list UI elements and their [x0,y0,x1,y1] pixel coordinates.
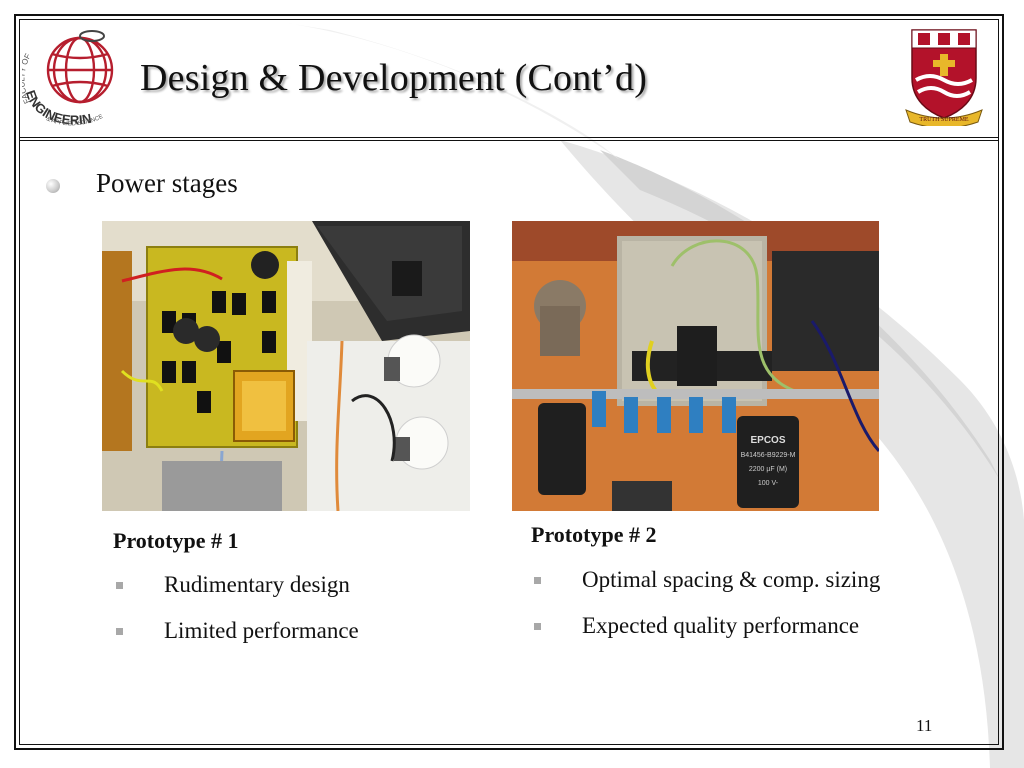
slide-frame-inner [19,19,999,745]
prototype-1-bullet-2: Limited performance [164,618,359,643]
capacitor-capacitance-label: 2200 µF (M) [749,466,787,473]
prototype-1-photo [102,221,470,511]
prototype-2-bullet-2: Expected quality performance [582,613,860,638]
prototype-1-heading: Prototype # 1 [113,528,239,553]
main-bullet-power-stages: Power stages [96,168,238,198]
university-crest-icon: TRUTH SUPREME [905,29,983,126]
bullet-dot-icon [46,179,60,193]
prototype-2-heading: Prototype # 2 [531,522,657,547]
capacitor-part-label: B41456-B9229-M [741,452,796,459]
prototype-1-bullet-1: Rudimentary design [164,572,350,597]
square-bullet-icon [116,628,123,635]
square-bullet-icon [116,582,123,589]
prototype-2-bullet-1: Optimal spacing & comp. sizing [582,567,881,592]
crest-motto: TRUTH SUPREME [919,117,969,123]
capacitor-brand-label: EPCOS [750,435,785,446]
prototype-2-photo: EPCOS B41456-B9229-M 2200 µF (M) 100 V- [512,221,879,511]
square-bullet-icon [534,577,541,584]
faculty-globe-logo-icon: FACULTY OF ENGINEERING & APPLIED SCIENCE [22,22,114,127]
capacitor-voltage-label: 100 V- [758,480,779,487]
slide-title: Design & Development (Cont’d) [140,57,648,99]
slide-frame-outer [14,14,1004,750]
square-bullet-icon [534,623,541,630]
title-divider [19,137,999,141]
page-number: 11 [916,716,933,735]
